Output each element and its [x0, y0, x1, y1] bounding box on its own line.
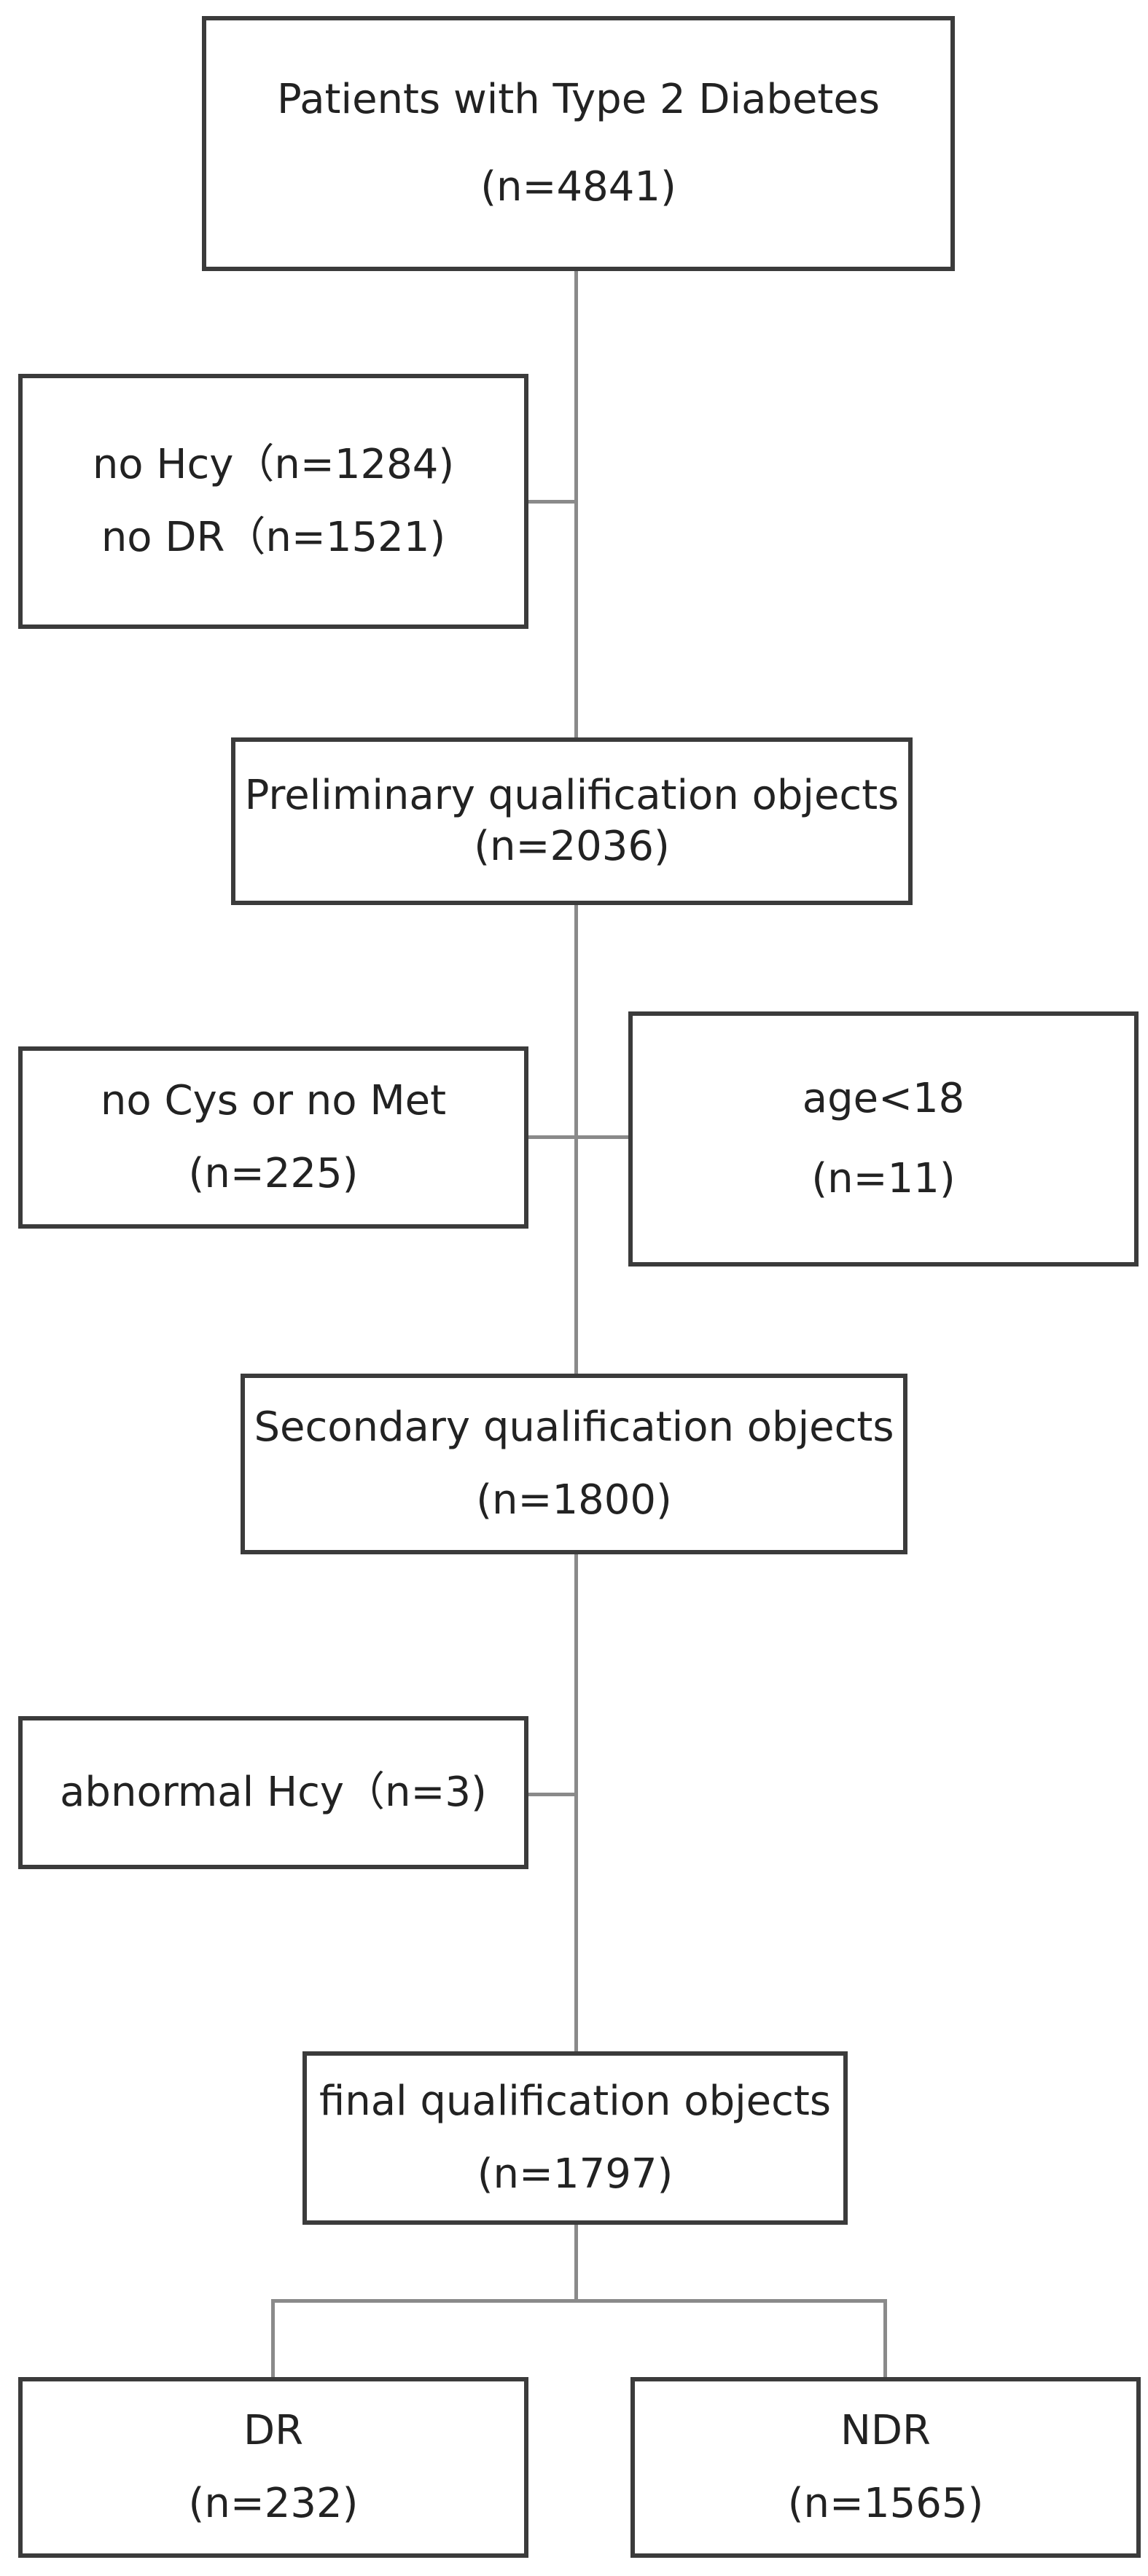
box-title: Secondary qualification objects [254, 1404, 894, 1451]
box-count: (n=11) [811, 1155, 956, 1202]
box-title: NDR [840, 2407, 931, 2454]
exclusion-line-2: no DR（n=1521) [101, 514, 446, 561]
box-preliminary-qualification: Preliminary qualification objects (n=203… [231, 737, 913, 905]
box-final-qualification: final qualification objects (n=1797) [302, 2051, 848, 2225]
connector-split [271, 2299, 886, 2303]
box-ndr: NDR (n=1565) [630, 2377, 1141, 2558]
box-exclusion-cys-met: no Cys or no Met (n=225) [18, 1046, 528, 1229]
connector-to-dr [271, 2299, 275, 2381]
box-title: age<18 [802, 1075, 965, 1122]
box-count: (n=1800) [476, 1476, 672, 1524]
box-exclusion-abnormal-hcy: abnormal Hcy（n=3) [18, 1716, 528, 1869]
box-title: no Cys or no Met [100, 1077, 447, 1124]
exclusion-line-1: abnormal Hcy（n=3) [60, 1769, 487, 1816]
connector-main-3 [574, 1552, 578, 2084]
connector-to-ndr [883, 2299, 887, 2381]
box-patients-type2-diabetes: Patients with Type 2 Diabetes (n=4841) [202, 16, 955, 271]
box-exclusion-age: age<18 (n=11) [628, 1011, 1139, 1267]
connector-exclusion-1 [526, 500, 578, 504]
box-count: (n=225) [188, 1150, 359, 1197]
box-dr: DR (n=232) [18, 2377, 528, 2558]
box-title: Patients with Type 2 Diabetes [276, 76, 880, 123]
connector-exclusion-2 [526, 1135, 632, 1139]
box-exclusion-hcy-dr: no Hcy（n=1284) no DR（n=1521) [18, 374, 528, 629]
box-count: (n=232) [188, 2480, 359, 2527]
box-title: final qualification objects [319, 2078, 832, 2125]
box-title: Preliminary qualification objects [244, 772, 899, 819]
box-secondary-qualification: Secondary qualification objects (n=1800) [241, 1374, 907, 1554]
box-count: (n=1565) [787, 2480, 984, 2527]
box-count: (n=4841) [480, 163, 676, 211]
exclusion-line-1: no Hcy（n=1284) [92, 441, 455, 488]
box-count: (n=1797) [477, 2150, 673, 2198]
connector-main-1 [574, 270, 578, 764]
connector-main-2 [574, 904, 578, 1376]
connector-exclusion-3 [526, 1793, 578, 1796]
connector-final-down [574, 2223, 578, 2301]
box-title: DR [243, 2407, 304, 2454]
box-count: (n=2036) [474, 823, 670, 870]
